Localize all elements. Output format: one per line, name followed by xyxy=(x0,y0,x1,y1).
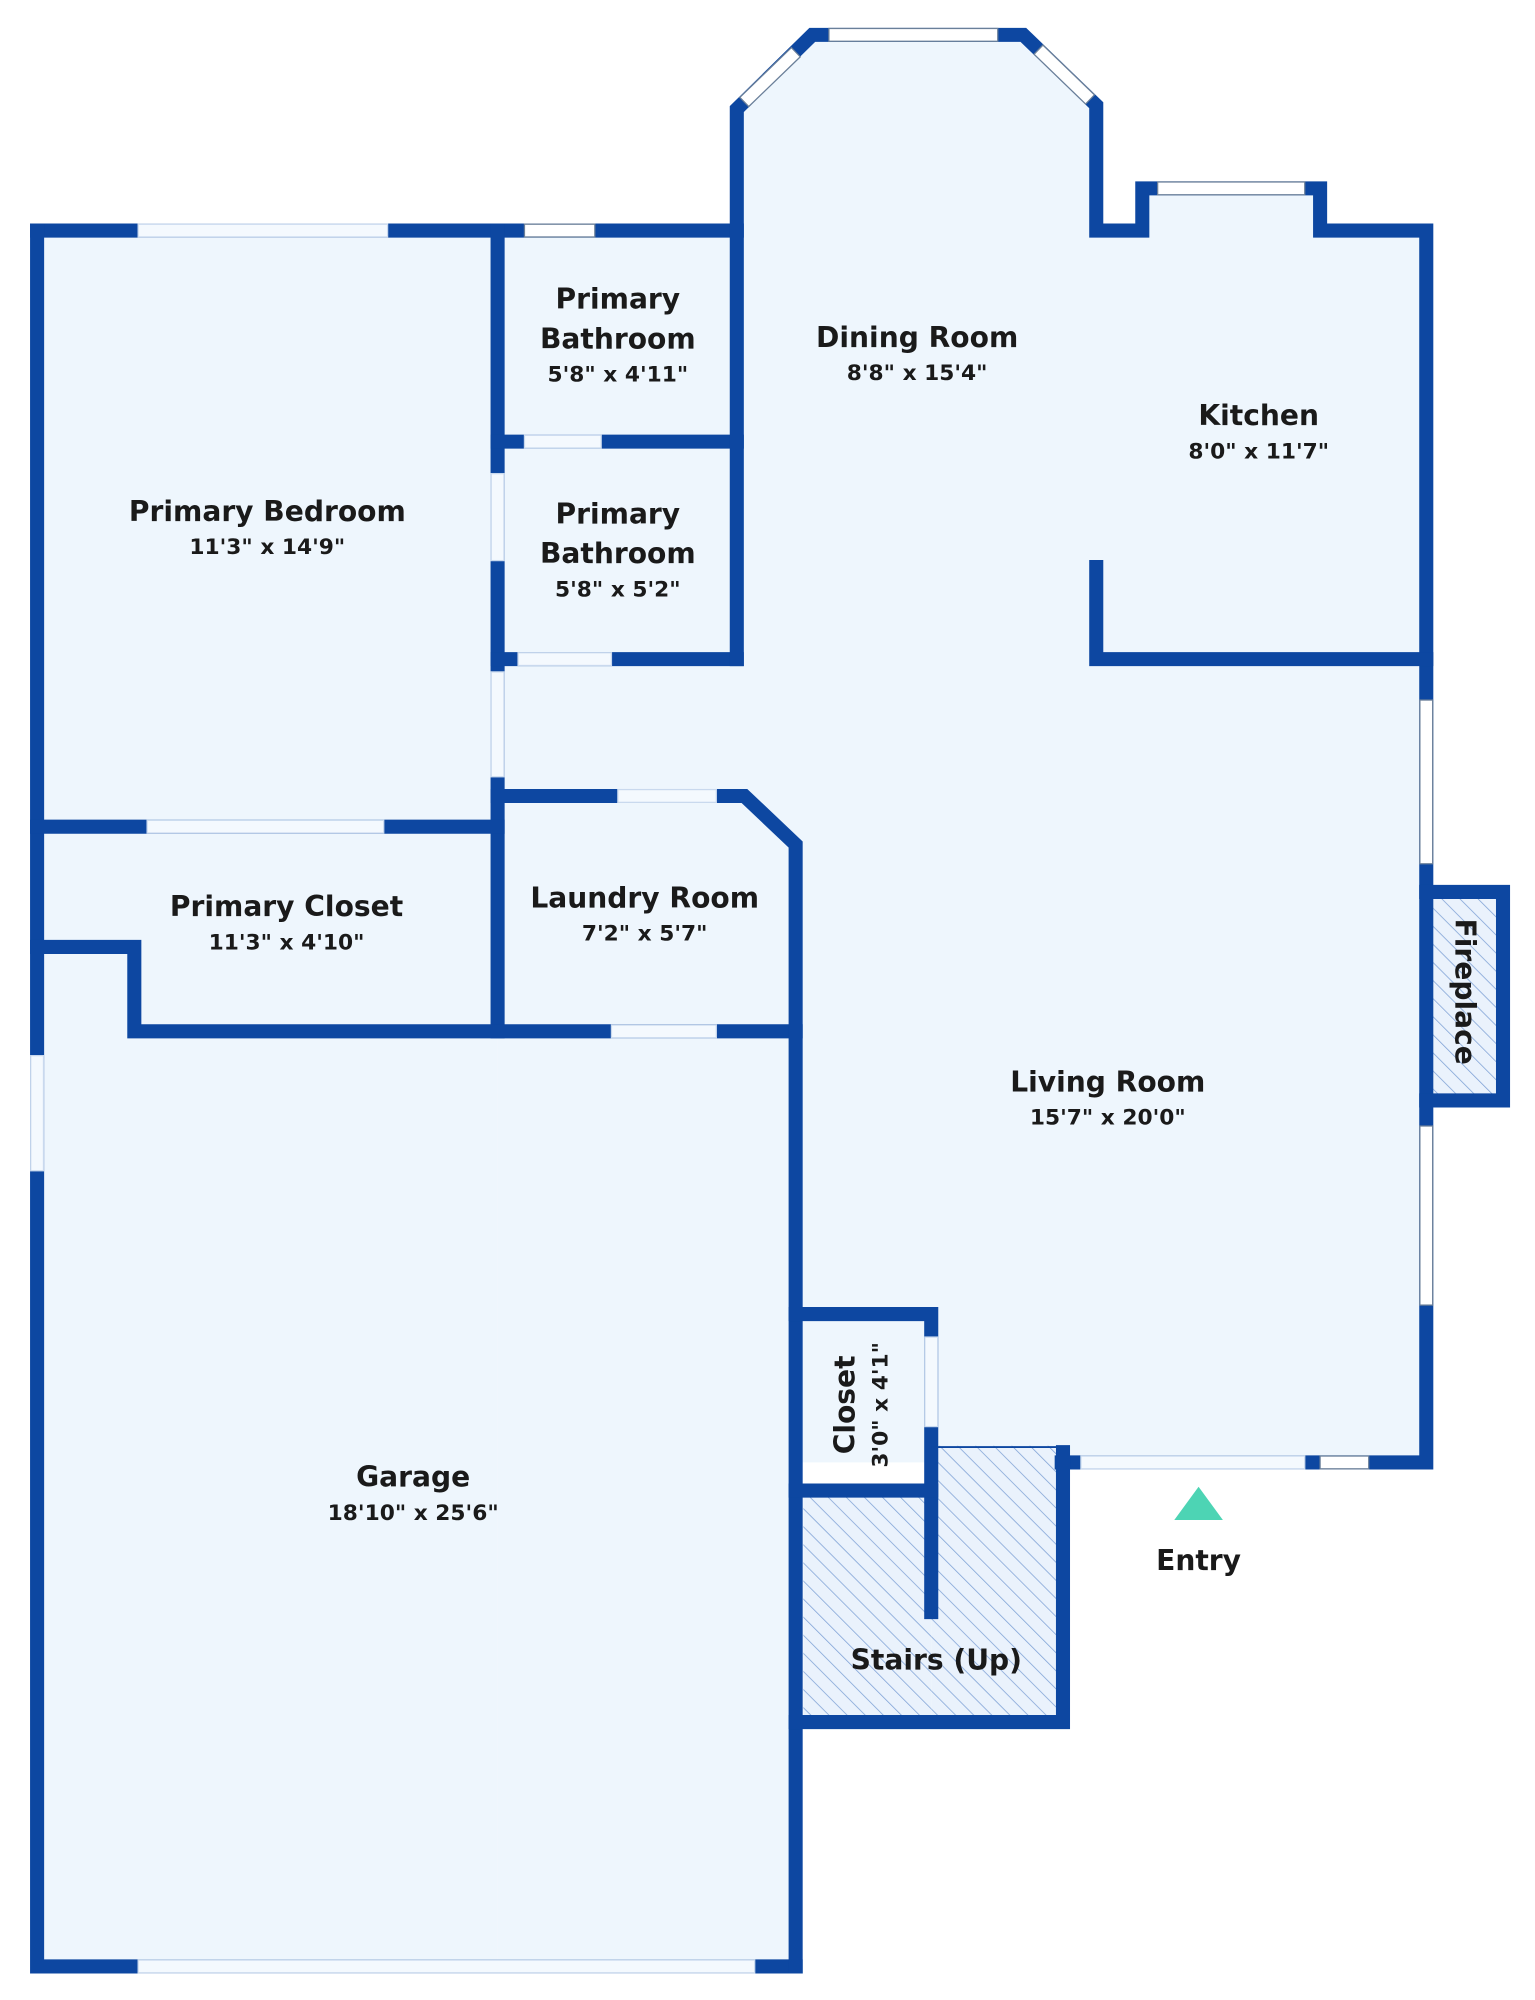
room-name: Closet xyxy=(828,1355,861,1454)
room-stairs: Stairs (Up) xyxy=(851,1644,1022,1677)
entry-label: Entry xyxy=(1156,1544,1241,1577)
room-name: Stairs (Up) xyxy=(851,1644,1022,1677)
room-dimensions: 8'0" x 11'7" xyxy=(1188,439,1329,464)
room-primary-bedroom: Primary Bedroom 11'3" x 14'9" xyxy=(129,495,406,560)
room-laundry-room: Laundry Room 7'2" x 5'7" xyxy=(530,881,759,946)
room-name: Primary xyxy=(556,283,681,316)
floor-areas xyxy=(37,34,1507,1967)
room-name: Primary Bedroom xyxy=(129,495,406,528)
room-primary-closet: Primary Closet 11'3" x 4'10" xyxy=(170,890,403,955)
stairs-hatch xyxy=(931,1445,1063,1723)
room-kitchen: Kitchen 8'0" x 11'7" xyxy=(1188,399,1329,464)
window xyxy=(1419,699,1434,865)
room-fireplace: Fireplace xyxy=(1449,919,1482,1065)
window xyxy=(1419,1125,1434,1306)
room-primary-bathroom-1: Primary Bathroom 5'8" x 4'11" xyxy=(540,283,696,388)
room-dimensions: 3'0" x 4'1" xyxy=(869,1342,894,1468)
window xyxy=(1319,1455,1370,1470)
room-name: Laundry Room xyxy=(530,881,759,914)
window xyxy=(828,27,999,42)
room-name: Garage xyxy=(356,1461,470,1494)
room-name: Bathroom xyxy=(540,322,696,355)
room-name: Fireplace xyxy=(1449,919,1482,1065)
stairs-hatch xyxy=(803,1490,932,1723)
triangle-up-icon xyxy=(1174,1486,1223,1520)
window xyxy=(738,46,802,108)
room-dimensions: 5'8" x 4'11" xyxy=(547,363,688,388)
room-dining-room: Dining Room 8'8" x 15'4" xyxy=(816,321,1018,386)
openings xyxy=(30,27,1434,1974)
room-name: Dining Room xyxy=(816,321,1018,354)
room-garage: Garage 18'10" x 25'6" xyxy=(328,1461,499,1526)
entry-marker: Entry xyxy=(1156,1486,1241,1577)
window xyxy=(1157,181,1306,196)
room-dimensions: 5'8" x 5'2" xyxy=(555,577,681,602)
room-dimensions: 11'3" x 4'10" xyxy=(209,930,365,955)
window xyxy=(523,223,596,238)
room-dimensions: 18'10" x 25'6" xyxy=(328,1501,499,1526)
room-name: Kitchen xyxy=(1198,399,1319,432)
room-closet: Closet 3'0" x 4'1" xyxy=(828,1342,893,1468)
room-dimensions: 7'2" x 5'7" xyxy=(582,922,708,947)
room-dimensions: 15'7" x 20'0" xyxy=(1030,1106,1186,1131)
room-name: Living Room xyxy=(1010,1065,1205,1098)
window xyxy=(1033,44,1096,105)
room-primary-bathroom-2: Primary Bathroom 5'8" x 5'2" xyxy=(540,498,696,603)
room-name: Bathroom xyxy=(540,537,696,570)
room-dimensions: 11'3" x 14'9" xyxy=(189,535,345,560)
fireplace-hatch xyxy=(1426,891,1507,1101)
room-name: Primary xyxy=(556,498,681,531)
room-living-room: Living Room 15'7" x 20'0" xyxy=(1010,1065,1205,1130)
room-name: Primary Closet xyxy=(170,890,403,923)
room-dimensions: 8'8" x 15'4" xyxy=(847,361,988,386)
